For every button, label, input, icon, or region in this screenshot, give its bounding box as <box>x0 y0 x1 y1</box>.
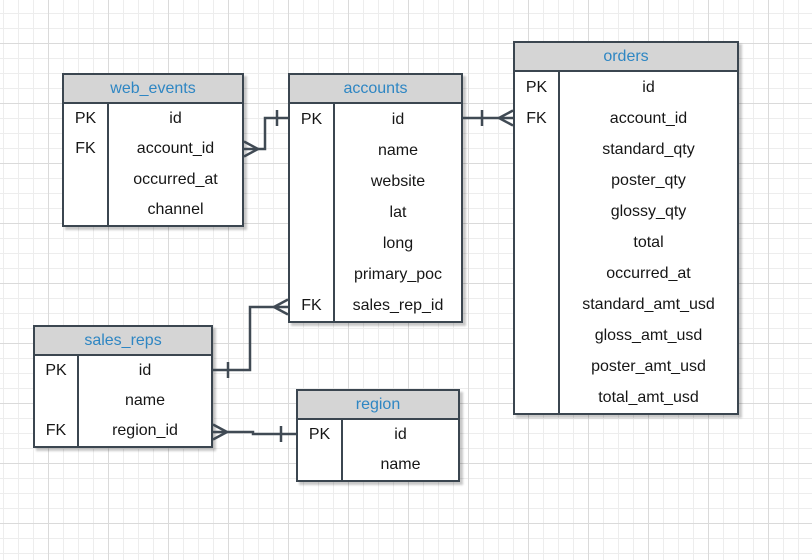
column-name: long <box>382 234 414 252</box>
table-accounts[interactable]: accounts PK id name website lat long primary_p… <box>288 73 463 323</box>
relationship-accounts-orders[interactable] <box>463 109 514 127</box>
column-key-badge <box>64 194 109 225</box>
column-key-badge <box>290 166 335 197</box>
column-key-badge <box>515 258 560 289</box>
table-title: orders <box>603 47 649 65</box>
column-key-badge: PK <box>515 72 560 103</box>
column-name: channel <box>147 200 204 218</box>
column-name: total <box>633 233 664 251</box>
column-key-badge <box>35 386 79 416</box>
table-title: sales_reps <box>84 331 162 349</box>
connector-line <box>213 430 296 436</box>
relationship-sales_reps-accounts[interactable] <box>213 298 289 379</box>
column-key-badge <box>64 164 109 195</box>
column-name: occurred_at <box>606 264 691 282</box>
column-name: id <box>169 110 182 128</box>
column-key-badge: PK <box>298 420 343 450</box>
column-key-badge <box>290 228 335 259</box>
column-name: website <box>370 172 426 190</box>
column-key-badge <box>515 351 560 382</box>
column-key-badge <box>515 227 560 258</box>
column-name: glossy_qty <box>610 202 687 220</box>
column-name: total_amt_usd <box>598 388 699 406</box>
table-header: region <box>298 391 458 420</box>
column-key-badge: PK <box>290 104 335 135</box>
table-header: web_events <box>64 75 242 104</box>
column-name: poster_qty <box>611 171 686 189</box>
column-key-badge <box>515 196 560 227</box>
column-key-badge <box>290 259 335 290</box>
column-key-badge <box>515 165 560 196</box>
relationship-web_events-accounts[interactable] <box>243 110 288 158</box>
column-name: region_id <box>112 422 178 439</box>
column-key-badge <box>290 197 335 228</box>
column-name: occurred_at <box>133 170 218 188</box>
table-title: accounts <box>343 79 408 97</box>
column-key-badge <box>515 382 560 413</box>
column-key-badge: FK <box>515 103 560 134</box>
column-name: id <box>642 78 655 96</box>
column-name: standard_qty <box>602 140 695 158</box>
table-title: region <box>355 395 401 413</box>
column-name: name <box>380 456 421 473</box>
column-name: standard_amt_usd <box>582 295 715 313</box>
column-key-badge <box>515 289 560 320</box>
table-columns: PK id name <box>298 420 458 480</box>
column-name: id <box>138 362 152 379</box>
connector-line <box>213 305 288 372</box>
column-key-badge <box>290 135 335 166</box>
column-name: name <box>377 141 419 159</box>
column-key-badge: FK <box>290 290 335 321</box>
column-name: lat <box>389 203 407 221</box>
table-header: orders <box>515 43 737 72</box>
column-key-badge: PK <box>35 356 79 386</box>
column-key-badge <box>298 450 343 480</box>
column-key-badge <box>515 134 560 165</box>
table-header: sales_reps <box>35 327 211 356</box>
table-region[interactable]: region PK id name <box>296 389 460 482</box>
column-name: name <box>124 392 166 409</box>
table-header: accounts <box>290 75 461 104</box>
table-title: web_events <box>110 79 196 97</box>
column-name: poster_amt_usd <box>591 357 706 375</box>
relationship-sales_reps-region[interactable] <box>212 423 296 443</box>
column-key-badge <box>515 320 560 351</box>
column-name: primary_poc <box>353 265 443 283</box>
column-key-badge: FK <box>64 134 109 165</box>
column-name: id <box>391 110 405 128</box>
column-name: account_id <box>136 140 215 158</box>
column-key-badge: PK <box>64 104 109 135</box>
connector-line <box>244 116 288 151</box>
column-name: gloss_amt_usd <box>594 326 703 344</box>
column-key-badge: FK <box>35 416 79 446</box>
column-name: id <box>394 426 407 443</box>
column-name: account_id <box>609 109 688 127</box>
column-name: sales_rep_id <box>352 296 444 314</box>
